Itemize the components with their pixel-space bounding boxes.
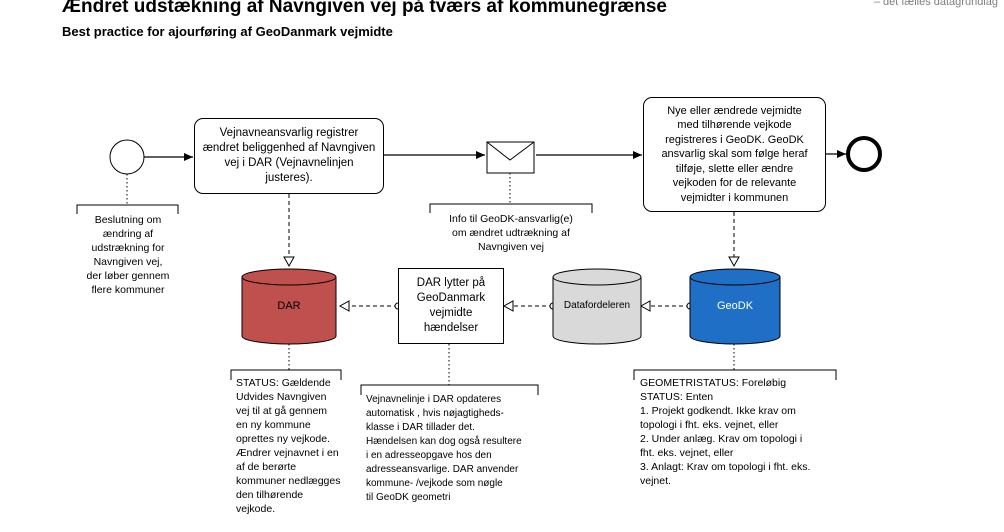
message-note: Info til GeoDK-ansvarlig(e) om ændret ud… (449, 213, 573, 253)
task-line: vejmidter i kommunen (680, 191, 789, 204)
dar-datastore (241, 268, 337, 345)
bracket-message-note (429, 203, 593, 213)
start-event (109, 139, 145, 175)
task-register-road-name: Vejnavneansvarlig registrer ændret belig… (194, 118, 384, 194)
end-event (846, 136, 882, 172)
page-title: Ændret udstækning af Navngiven vej på tv… (62, 0, 667, 17)
page-subtitle: Best practice for ajourføring af GeoDanm… (62, 24, 393, 39)
dar-listener-box: DAR lytter på GeoDanmark vejmidte hændel… (398, 268, 504, 344)
brand-tagline: – det fælles datagrundlag (873, 0, 998, 8)
task-line: tilføje, slette eller ændre (675, 162, 794, 175)
envelope-icon (486, 141, 535, 174)
task-register-geodk: Nye eller ændrede vejmidte med tilhørend… (643, 97, 826, 212)
geometry-status-note: GEOMETRISTATUS: Foreløbig STATUS: Enten … (640, 377, 811, 487)
task-line: ændret beliggenhed af Navngiven (202, 142, 376, 154)
bracket-update-note (360, 384, 539, 395)
dar-label: DAR (277, 300, 301, 312)
task-line: Nye eller ændrede vejmidte (667, 104, 802, 117)
datafordeleren-label: Datafordeleren (563, 300, 631, 311)
bracket-dar-status (230, 369, 342, 380)
listener-line: hændelser (423, 322, 479, 334)
listener-line: vejmidte (429, 307, 473, 319)
task-line: Vejnavneansvarlig registrer (219, 127, 359, 139)
task-line: justeres). (265, 172, 313, 184)
task-line: vej i DAR (Vejnavnelinjen (224, 157, 354, 169)
geodk-datastore (689, 268, 781, 345)
task-line: vejkoden for de relevante (672, 177, 797, 190)
task-line: registreres i GeoDK. GeoDK (665, 133, 804, 146)
datafordeleren-datastore (552, 268, 642, 345)
listener-line: DAR lytter på (416, 277, 486, 289)
dar-status-note: STATUS: Gældende Udvides Navngiven vej t… (236, 377, 341, 515)
listener-line: GeoDanmark (416, 292, 486, 304)
start-event-note: Beslutning om ændring af udstrækning for… (86, 214, 170, 296)
bracket-geo-status (633, 369, 837, 380)
geodk-label: GeoDK (716, 300, 754, 312)
dar-update-note: Vejnavnelinje i DAR opdateres automatisk… (366, 394, 522, 503)
bracket-start-note (76, 204, 179, 214)
task-line: ansvarlig skal som følge heraf (661, 148, 808, 161)
task-line: med tilhørende vejkode (677, 119, 792, 132)
